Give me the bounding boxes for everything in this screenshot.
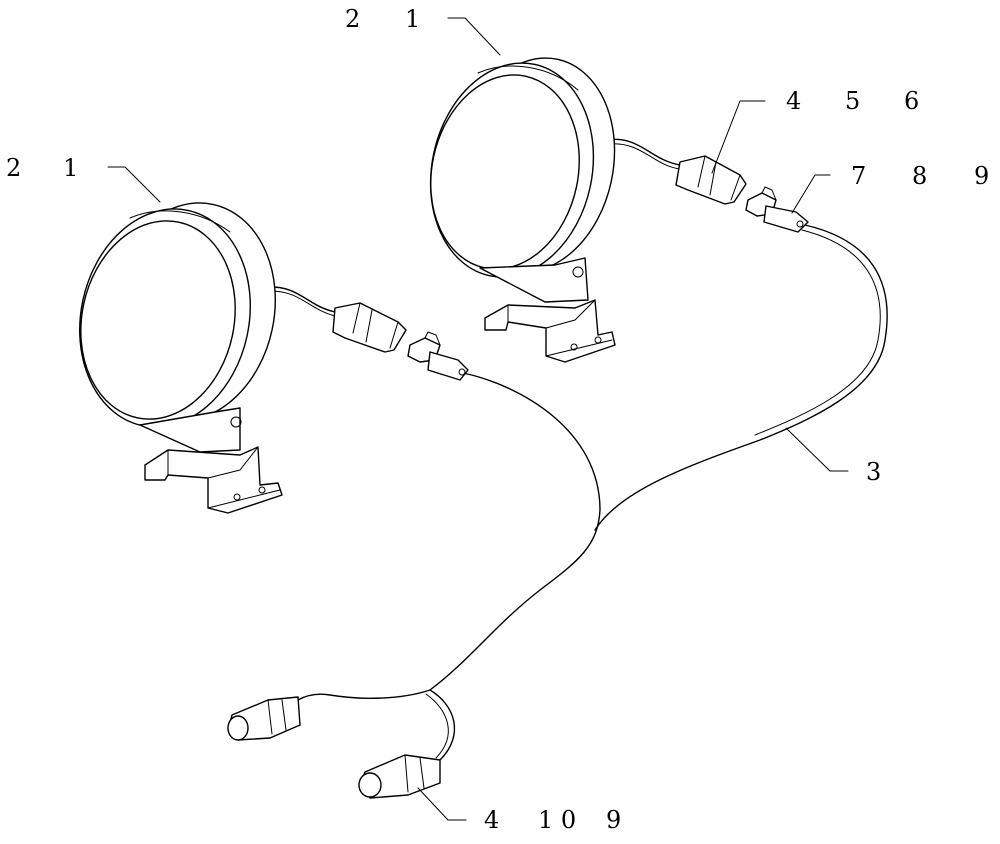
cable-harness <box>264 138 888 761</box>
plug-bottom-left <box>227 696 301 741</box>
callout-light-right-2: 2 <box>345 5 360 33</box>
callout-light-right-1: 1 <box>405 5 420 33</box>
socket-right <box>745 186 809 233</box>
callout-plug-5: 5 <box>845 87 860 115</box>
callout-socket-8: 8 <box>912 162 927 190</box>
socket-left <box>407 331 469 381</box>
callout-socket-9: 9 <box>974 162 989 190</box>
callout-bottom-9: 9 <box>606 806 621 834</box>
callout-light-left-2: 2 <box>6 154 21 182</box>
callout-plug-6: 6 <box>904 87 919 115</box>
callout-labels: 2 1 2 1 4 5 6 7 8 9 3 4 1 0 9 <box>6 5 989 834</box>
callout-cable-3: 3 <box>866 458 881 486</box>
callout-socket-7: 7 <box>851 162 866 190</box>
leader-lines <box>107 17 849 821</box>
plug-right <box>675 155 747 205</box>
lamp-left <box>79 202 283 514</box>
lamp-right <box>429 57 616 363</box>
plug-bottom-right <box>358 754 441 799</box>
plug-left <box>332 302 407 353</box>
callout-bottom-10: 1 0 <box>538 806 576 834</box>
callout-plug-4: 4 <box>786 87 801 115</box>
callout-light-left-1: 1 <box>63 154 78 182</box>
callout-bottom-4: 4 <box>484 806 499 834</box>
